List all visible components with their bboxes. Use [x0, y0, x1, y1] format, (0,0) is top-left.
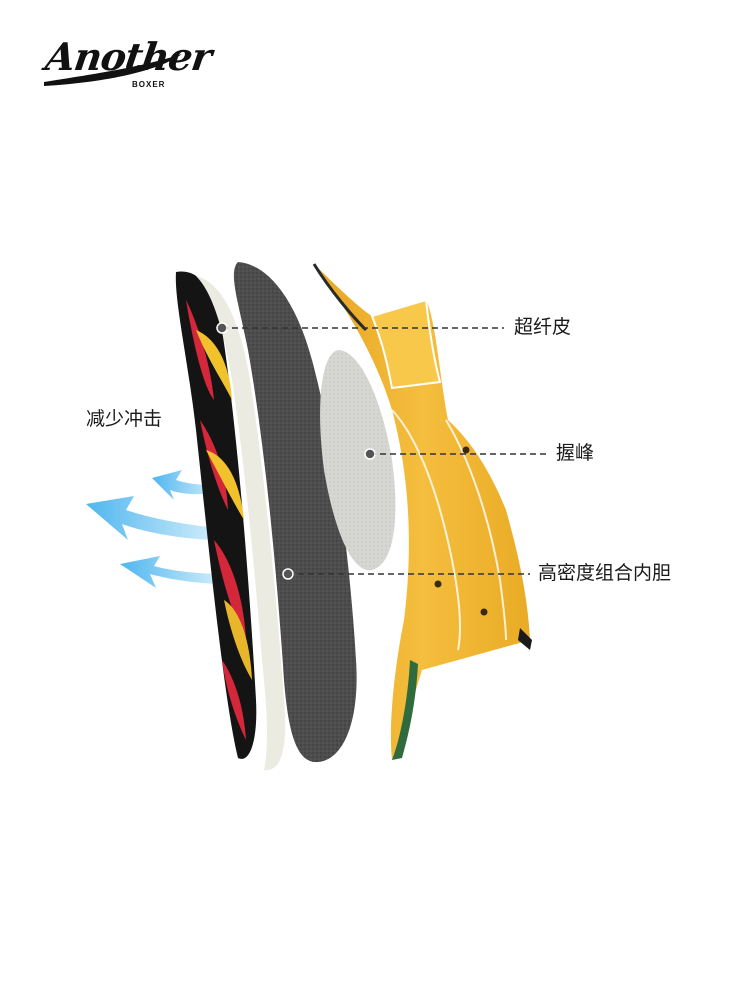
arrow-middle: [86, 496, 222, 540]
foam-layer: [233, 262, 357, 763]
label-impact: 减少冲击: [86, 408, 163, 430]
label-microfiber: 超纤皮: [514, 316, 572, 338]
label-grip: 握峰: [556, 442, 595, 464]
leader-lines: [216, 322, 548, 580]
brand-sub: BOXER: [132, 80, 166, 89]
microfiber-layer: [312, 263, 532, 760]
label-liner: 高密度组合内胆: [538, 562, 672, 584]
dot-grip: [364, 448, 376, 460]
dot-microfiber: [216, 322, 228, 334]
logo-swoosh: [44, 54, 182, 86]
shell-edge-band: [196, 276, 286, 771]
brand-logo: Another BOXER: [40, 30, 214, 100]
grip-insert: [320, 350, 396, 571]
outer-shell: [175, 271, 257, 759]
dot-liner: [282, 568, 294, 580]
arrow-bottom: [120, 556, 226, 588]
impact-arrows: [86, 470, 226, 588]
